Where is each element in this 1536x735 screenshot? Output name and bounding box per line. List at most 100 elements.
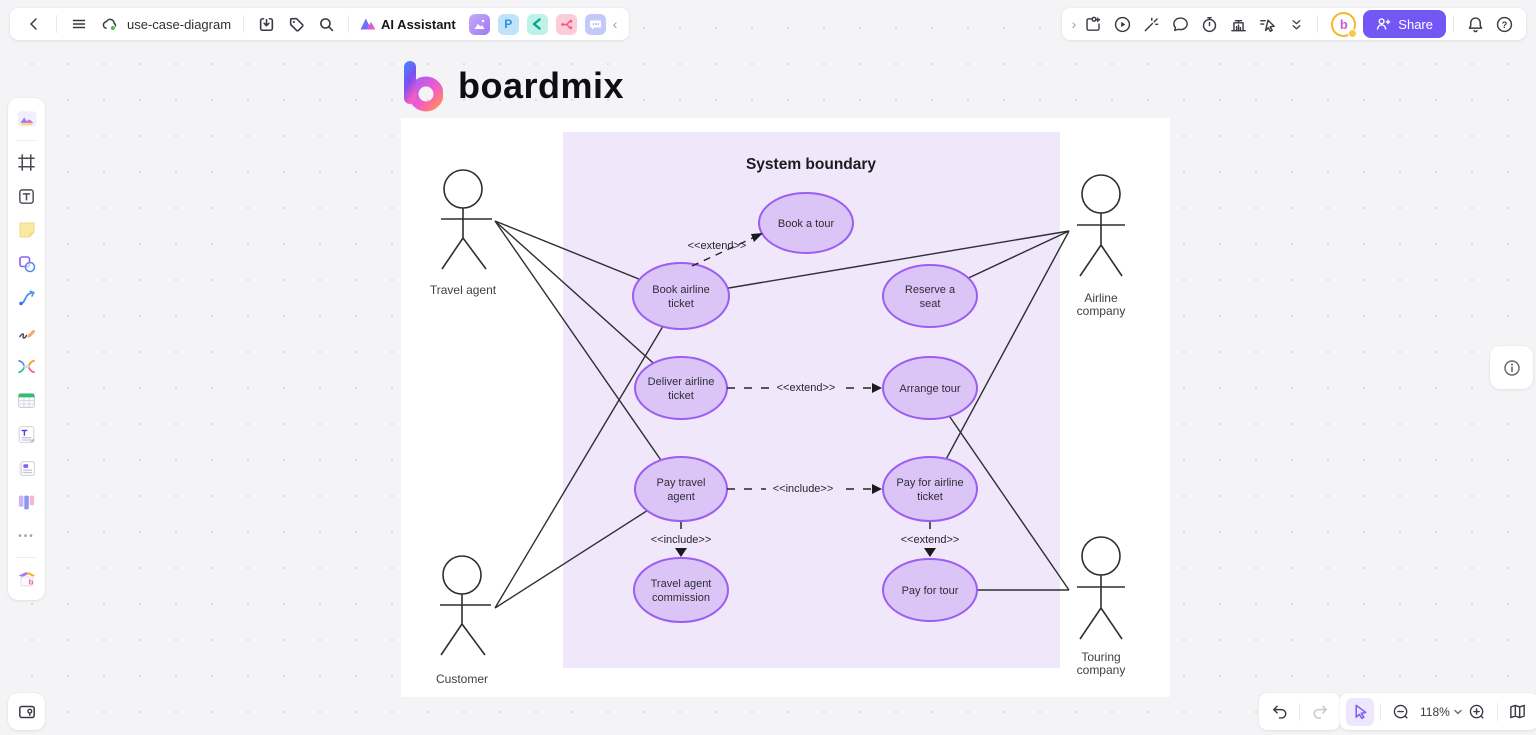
svg-text:Pay travel: Pay travel [657,477,706,489]
zoom-out-button[interactable] [1387,698,1415,726]
extend-payforairline-to-payfortour[interactable]: <<extend>> [901,522,960,557]
share-button[interactable]: Share [1363,10,1446,38]
tag-button[interactable] [282,10,310,38]
resources-box-tool[interactable]: b [14,566,40,592]
actor-customer[interactable]: Customer [436,555,491,686]
cloud-sync-status[interactable] [95,10,123,38]
main-menu-button[interactable] [65,10,93,38]
usecase-arrange-tour[interactable]: Arrange tour [882,356,978,420]
assoc-travelagent-deliver[interactable] [494,220,682,389]
flowchart-tool-button[interactable] [555,13,577,35]
presentation-button[interactable] [1224,10,1252,38]
board-overview-button[interactable] [8,693,45,730]
expand-toolbar-button[interactable]: › [1071,16,1077,32]
top-left-toolbar: use-case-diagram AI Assistant [10,8,630,40]
svg-text:ticket: ticket [668,390,694,402]
actor-touring-company[interactable]: Touring company [1077,536,1126,677]
boardmix-logo[interactable]: boardmix [401,58,624,114]
svg-text:Travel agent: Travel agent [651,578,712,590]
file-name[interactable]: use-case-diagram [127,16,232,32]
document-tool[interactable] [14,421,40,447]
assoc-travelagent-paytravel[interactable] [494,220,682,490]
more-tools-button[interactable]: ••• [18,530,35,542]
redo-button[interactable] [1306,698,1334,726]
p-glyph: P [504,17,513,31]
frame-tool[interactable] [14,149,40,175]
zoom-level[interactable]: 118% [1420,704,1450,719]
shapes-tool[interactable] [14,251,40,277]
note-card-icon [18,460,35,476]
chevron-left-icon [30,18,37,30]
select-cursor-icon [1354,704,1366,720]
usecase-pay-for-tour[interactable]: Pay for tour [882,558,978,622]
collapse-tools-button[interactable] [1282,10,1310,38]
select-cursor-button[interactable] [1346,697,1374,726]
image-sparkle-icon [474,19,485,29]
kanban-tool[interactable] [14,489,40,515]
ai-assistant-logo-icon [360,18,376,30]
usecase-pay-for-airline-ticket[interactable]: Pay for airline ticket [882,456,978,522]
connector-tool[interactable] [14,285,40,311]
extend-deliver-to-arrangetour[interactable]: <<extend>> [727,380,882,394]
divider [348,15,350,33]
timer-button[interactable] [1195,10,1223,38]
zoom-chevron-down-icon[interactable] [1453,708,1463,716]
extend-bookairline-to-bookatour[interactable]: <<extend>> [688,233,763,267]
usecase-book-airline-ticket[interactable]: Book airline ticket [632,262,730,330]
info-button[interactable] [1490,346,1533,389]
usecase-deliver-airline-ticket[interactable]: Deliver airline ticket [634,356,728,420]
pen-tool[interactable] [14,319,40,345]
text-tool[interactable] [14,183,40,209]
templates-tool[interactable] [14,106,40,132]
user-avatar[interactable]: b [1331,11,1358,38]
presentation-tool-button[interactable]: P [497,13,519,35]
board-apps-icon [1086,16,1100,31]
chart-tool-button[interactable] [526,13,548,35]
svg-text:Reserve a: Reserve a [905,284,956,296]
templates-icon [17,111,36,127]
avatar-letter: b [1339,16,1348,32]
search-button[interactable] [312,10,340,38]
frame-icon [18,153,35,171]
include-paytravel-to-commission[interactable]: <<include>> [651,522,712,557]
svg-text:ticket: ticket [917,491,943,503]
question-glyph: ? [1501,19,1507,29]
board-apps-button[interactable] [1079,10,1107,38]
follow-cursor-button[interactable] [1253,10,1281,38]
laser-pointer-button[interactable] [1137,10,1165,38]
note-card-tool[interactable] [14,455,40,481]
assoc-airline-payforairline[interactable] [929,230,1070,490]
actor-airline-company[interactable]: Airline company [1077,174,1126,318]
assoc-airline-bookairline[interactable] [680,230,1070,297]
hamburger-menu-icon [72,19,86,29]
include-paytravel-to-payforairline[interactable]: <<include>> [727,481,882,495]
usecase-reserve-a-seat[interactable]: Reserve a seat [882,264,978,328]
collapse-toolbar-button[interactable]: ‹ [612,16,618,32]
assoc-touring-arrangetour[interactable] [929,387,1070,591]
export-button[interactable] [252,10,280,38]
mindmap-tool[interactable] [14,353,40,379]
ai-image-tool-button[interactable] [468,13,490,35]
actor-travel-agent[interactable]: Travel agent [430,169,497,297]
usecase-book-a-tour[interactable]: Book a tour [758,192,854,254]
tag-icon [289,17,304,32]
sticky-note-tool[interactable] [14,217,40,243]
table-tool[interactable] [14,387,40,413]
help-button[interactable]: ? [1490,10,1518,38]
svg-text:company: company [1077,663,1126,677]
minimap-toggle-button[interactable] [1504,698,1532,726]
usecase-pay-travel-agent[interactable]: Pay travel agent [634,456,728,522]
play-demo-button[interactable] [1108,10,1136,38]
assoc-customer-bookairline[interactable] [494,295,682,609]
notifications-button[interactable] [1461,10,1489,38]
comment-button[interactable] [1166,10,1194,38]
usecase-travel-agent-commission[interactable]: Travel agent commission [633,557,729,623]
text-icon [19,188,34,204]
ai-assistant-button[interactable]: AI Assistant [357,10,464,38]
undo-button[interactable] [1265,698,1293,726]
presentation-podium-icon [1230,19,1246,31]
mindmap-icon [18,359,35,373]
back-button[interactable] [20,10,48,38]
chat-tool-button[interactable] [584,13,606,35]
zoom-in-button[interactable] [1463,698,1491,726]
